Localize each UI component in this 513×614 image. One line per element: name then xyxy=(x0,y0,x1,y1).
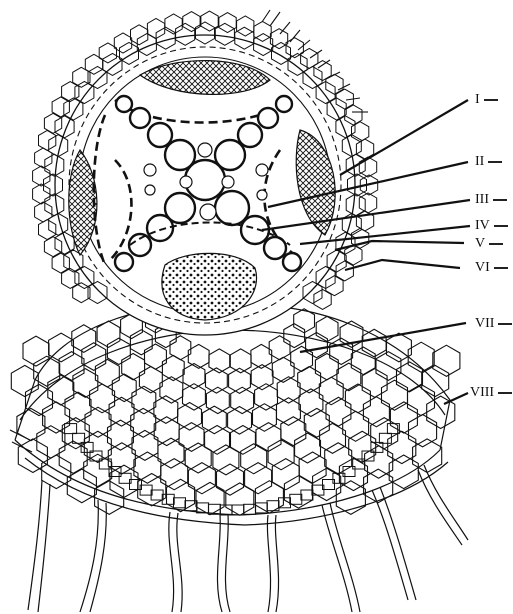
xylem-parenchyma-cell xyxy=(144,164,156,176)
outer-cell xyxy=(201,11,218,31)
cortex-cells xyxy=(11,309,460,516)
outer-cell xyxy=(39,220,56,240)
outer-cell xyxy=(301,48,318,68)
xylem-parenchyma-cell xyxy=(198,143,212,157)
cortex-cell xyxy=(162,355,184,380)
cortex-cell xyxy=(132,386,156,414)
outer-cell xyxy=(85,54,102,74)
label-VII: VII xyxy=(475,317,512,331)
label-IV: IV xyxy=(475,219,508,233)
cortex-cell xyxy=(226,483,254,515)
xylem-vessel xyxy=(258,108,278,128)
xylem-vessel xyxy=(115,253,133,271)
xylem-parenchyma-cell xyxy=(257,190,267,200)
cortex-cell xyxy=(388,431,416,463)
label-VI: VI xyxy=(475,261,508,275)
outer-cell xyxy=(359,157,376,177)
epidermis-cell xyxy=(65,424,77,434)
cortex-cell xyxy=(206,387,229,413)
xylem-parenchyma-cell xyxy=(180,176,192,188)
outer-cell xyxy=(33,166,50,186)
cortex-cell xyxy=(188,463,215,494)
cortex-cell xyxy=(122,354,145,380)
xylem-vessel xyxy=(116,96,132,112)
label-V: V xyxy=(475,237,503,251)
cortex-cell xyxy=(337,363,361,391)
cortex-cell xyxy=(23,336,49,366)
cortex-cell xyxy=(316,316,338,341)
cortex-cell xyxy=(112,374,136,402)
epidermis-cell xyxy=(151,490,163,500)
outer-cell xyxy=(35,148,52,168)
cortex-cell xyxy=(272,357,294,382)
cortex-cell xyxy=(183,364,205,389)
cortex-cell xyxy=(107,338,130,364)
outer-cell xyxy=(314,289,331,309)
cortex-cell xyxy=(389,455,418,489)
label-I: I xyxy=(475,93,498,107)
outer-cell xyxy=(359,193,376,213)
label-VIII: VIII xyxy=(470,386,512,400)
xylem-vessel xyxy=(276,96,292,112)
epidermis-cell xyxy=(301,490,313,500)
cortex-cell xyxy=(298,367,321,393)
xylem-vessel xyxy=(215,140,245,170)
cortex-cell xyxy=(139,367,162,393)
cortex-cell xyxy=(42,455,71,489)
cortex-cell xyxy=(67,469,96,503)
xylem-parenchyma-cell xyxy=(222,176,234,188)
cortex-cell xyxy=(330,338,353,364)
cortex-cell xyxy=(145,344,167,369)
cortex-cell xyxy=(253,404,277,432)
xylem-vessel xyxy=(130,108,150,128)
cortex-cell xyxy=(382,380,408,410)
epidermis-cell xyxy=(290,494,302,504)
label-II: II xyxy=(475,155,502,169)
xylem-vessel xyxy=(147,215,173,241)
xylem-vessel xyxy=(129,234,151,256)
cortex-cell xyxy=(183,384,206,410)
cortex-cell xyxy=(343,411,369,441)
cortex-cell xyxy=(390,402,417,433)
cortex-cell xyxy=(59,441,87,473)
outer-cell xyxy=(352,122,369,142)
outer-cell xyxy=(219,13,236,33)
epidermis-cell xyxy=(174,498,186,508)
xylem-vessel xyxy=(238,123,262,147)
xylem-vessel xyxy=(165,140,195,170)
outer-cell xyxy=(33,184,50,204)
leader-I xyxy=(340,100,468,175)
outer-cell xyxy=(254,21,271,41)
cortex-cell xyxy=(306,333,328,358)
xylem-parenchyma-cell xyxy=(200,204,216,220)
xylem-vessel xyxy=(148,123,172,147)
cortex-cell xyxy=(245,463,272,494)
cortex-cell xyxy=(18,439,47,473)
cortex-cell xyxy=(217,464,244,495)
outer-cell xyxy=(165,14,182,34)
xylem-parenchyma-cell xyxy=(256,164,268,176)
outer-cell xyxy=(237,16,254,36)
cortex-cell xyxy=(95,359,119,387)
cortex-cell xyxy=(315,354,338,380)
cortex-cell xyxy=(277,398,301,426)
label-III: III xyxy=(475,193,507,207)
cortex-cell xyxy=(269,336,290,360)
cortex-cell xyxy=(408,384,435,415)
cortex-cell xyxy=(161,459,188,490)
xylem-parenchyma-cell xyxy=(145,185,155,195)
leader-VI xyxy=(345,260,460,270)
cortex-cell xyxy=(170,336,191,360)
outer-cell xyxy=(35,202,52,222)
cortex-cell xyxy=(345,384,370,413)
outer-cell xyxy=(183,12,200,32)
cortex-cell xyxy=(90,384,115,413)
xylem-vessel xyxy=(283,253,301,271)
cortex-cell xyxy=(320,423,346,453)
leader-VIII xyxy=(444,393,468,404)
cortex-cell xyxy=(167,479,195,511)
